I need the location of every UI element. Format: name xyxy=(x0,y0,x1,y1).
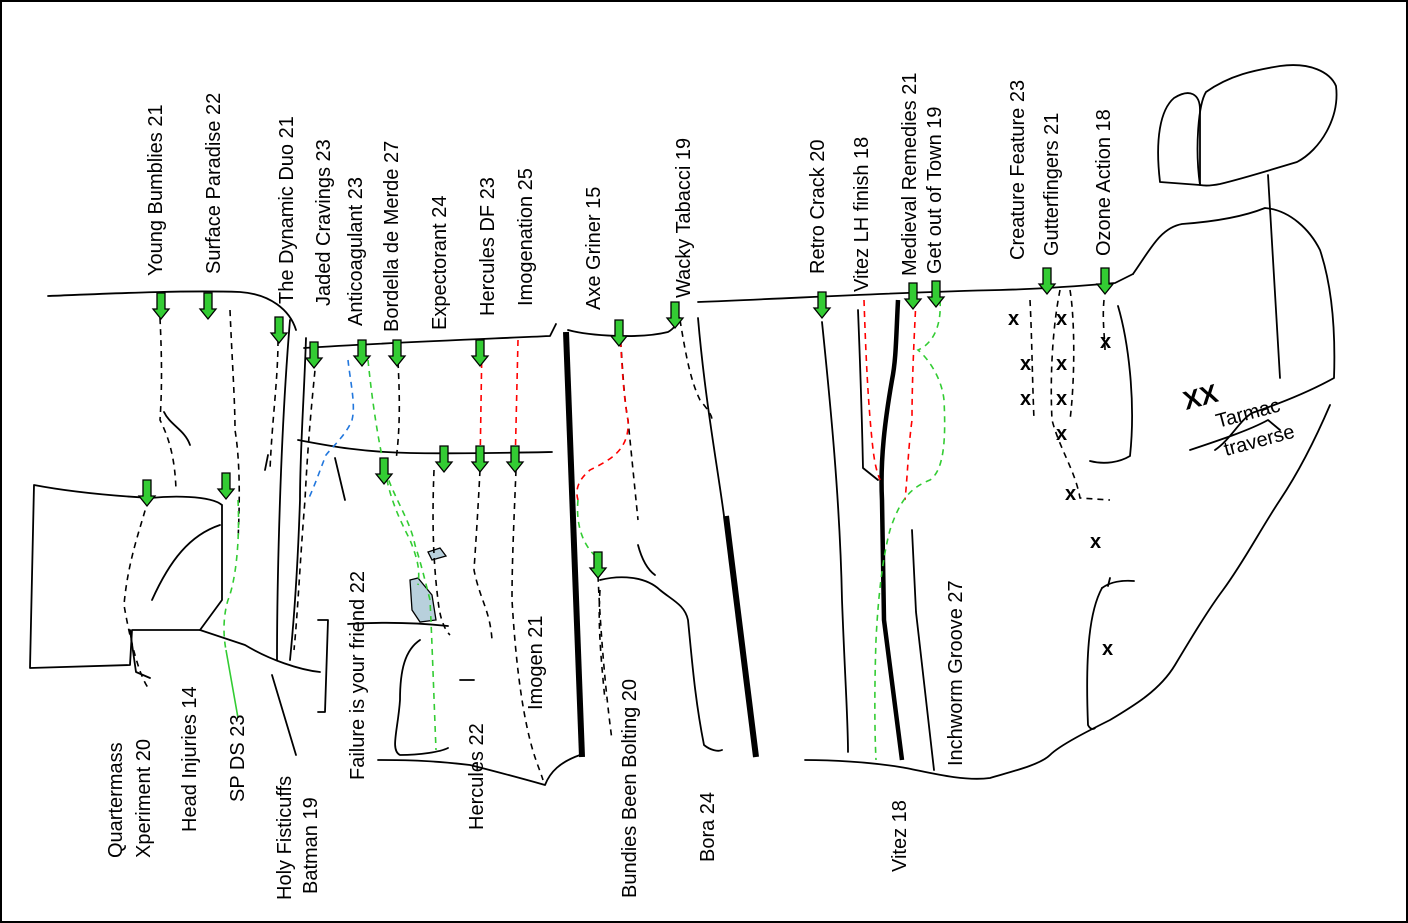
arrow-anticoagulant-lower xyxy=(374,457,394,486)
arrow-jaded-cravings xyxy=(304,341,324,370)
route-lines xyxy=(123,289,1111,781)
label-young-bumblies: Young Bumblies 21 xyxy=(145,104,167,276)
label-bora: Bora 24 xyxy=(697,792,719,862)
heavy-lines xyxy=(563,299,905,761)
bolt-mark: x xyxy=(1056,388,1067,410)
label-wacky-tabacci: Wacky Tabacci 19 xyxy=(673,138,695,298)
label-vitez: Vitez 18 xyxy=(889,800,911,872)
bolt-mark: x xyxy=(1102,638,1113,660)
arrow-sp-ds xyxy=(216,472,236,501)
label-axe-griner: Axe Griner 15 xyxy=(583,187,605,310)
arrow-imogen xyxy=(505,445,525,474)
arrow-medieval-remedies xyxy=(903,282,923,311)
arrow-quartermass xyxy=(137,479,157,508)
bolt-mark: x xyxy=(1008,308,1019,330)
label-hercules: Hercules 22 xyxy=(466,723,488,830)
label-holy-fisticuffs: Holy Fisticuffs xyxy=(274,776,296,900)
arrow-bundies xyxy=(588,551,608,580)
bolt-mark: x xyxy=(1056,308,1067,330)
label-bundies: Bundies Been Bolting 20 xyxy=(619,679,641,898)
label-get-out-of-town: Get out of Town 19 xyxy=(924,106,946,274)
arrow-wacky-tabacci xyxy=(665,301,685,330)
label-surface-paradise: Surface Paradise 22 xyxy=(203,93,225,274)
label-imogenation: Imogenation 25 xyxy=(515,168,537,306)
arrow-dynamic-duo xyxy=(269,316,289,345)
arrow-hercules-df xyxy=(470,339,490,368)
bolt-mark: x xyxy=(1056,353,1067,375)
arrow-retro-crack xyxy=(812,291,832,320)
label-anticoagulant: Anticoagulant 23 xyxy=(345,177,367,326)
label-expectorant: Expectorant 24 xyxy=(429,195,451,330)
label-bordella: Bordella de Merde 27 xyxy=(381,141,403,332)
label-vitez-lh: Vitez LH finish 18 xyxy=(851,137,873,292)
bolt-mark: x xyxy=(1020,353,1031,375)
arrow-gutterfingers xyxy=(1037,267,1057,296)
bolt-mark: x xyxy=(1100,331,1111,353)
bolt-mark: x xyxy=(1056,423,1067,445)
arrow-axe-griner xyxy=(609,319,629,348)
label-retro-crack: Retro Crack 20 xyxy=(807,140,829,275)
arrow-get-out-of-town xyxy=(926,280,946,309)
label-inchworm-groove: Inchworm Groove 27 xyxy=(945,580,967,766)
label-dynamic-duo: The Dynamic Duo 21 xyxy=(276,116,298,304)
rock-outlines xyxy=(29,64,1338,786)
route-arrows xyxy=(137,267,1115,580)
bolt-mark: x xyxy=(1020,388,1031,410)
arrow-young-bumblies xyxy=(151,292,171,321)
label-failure-is-your-friend: Failure is your friend 22 xyxy=(347,571,369,780)
label-gutterfingers: Gutterfingers 21 xyxy=(1041,113,1063,256)
route-labels: Young Bumblies 21 Surface Paradise 22 Th… xyxy=(105,73,1115,900)
bolt-marks: x x x x x x x x x x x XX Tarmac traverse xyxy=(1008,308,1297,660)
label-jaded-cravings: Jaded Cravings 23 xyxy=(313,139,335,306)
arrow-bordella xyxy=(387,339,407,368)
arrow-expectorant xyxy=(434,445,454,474)
label-quartermass: Quartermass xyxy=(105,742,127,858)
label-ozone-action: Ozone Action 18 xyxy=(1093,109,1115,256)
ledge-patch-small xyxy=(427,547,448,561)
label-xperiment: Xperiment 20 xyxy=(133,739,155,858)
label-creature-feature: Creature Feature 23 xyxy=(1007,80,1029,260)
arrow-surface-paradise xyxy=(198,292,218,321)
arrow-hercules xyxy=(470,445,490,474)
label-head-injuries: Head Injuries 14 xyxy=(179,686,201,832)
label-hercules-df: Hercules DF 23 xyxy=(477,177,499,316)
bolt-mark: x xyxy=(1090,531,1101,553)
arrow-ozone-action xyxy=(1095,267,1115,296)
label-sp-ds: SP DS 23 xyxy=(227,715,249,802)
label-imogen: Imogen 21 xyxy=(525,615,547,710)
bolt-mark: x xyxy=(1065,483,1076,505)
label-medieval-remedies: Medieval Remedies 21 xyxy=(899,73,921,276)
arrow-anticoagulant xyxy=(352,339,372,368)
label-batman: Batman 19 xyxy=(300,797,322,894)
